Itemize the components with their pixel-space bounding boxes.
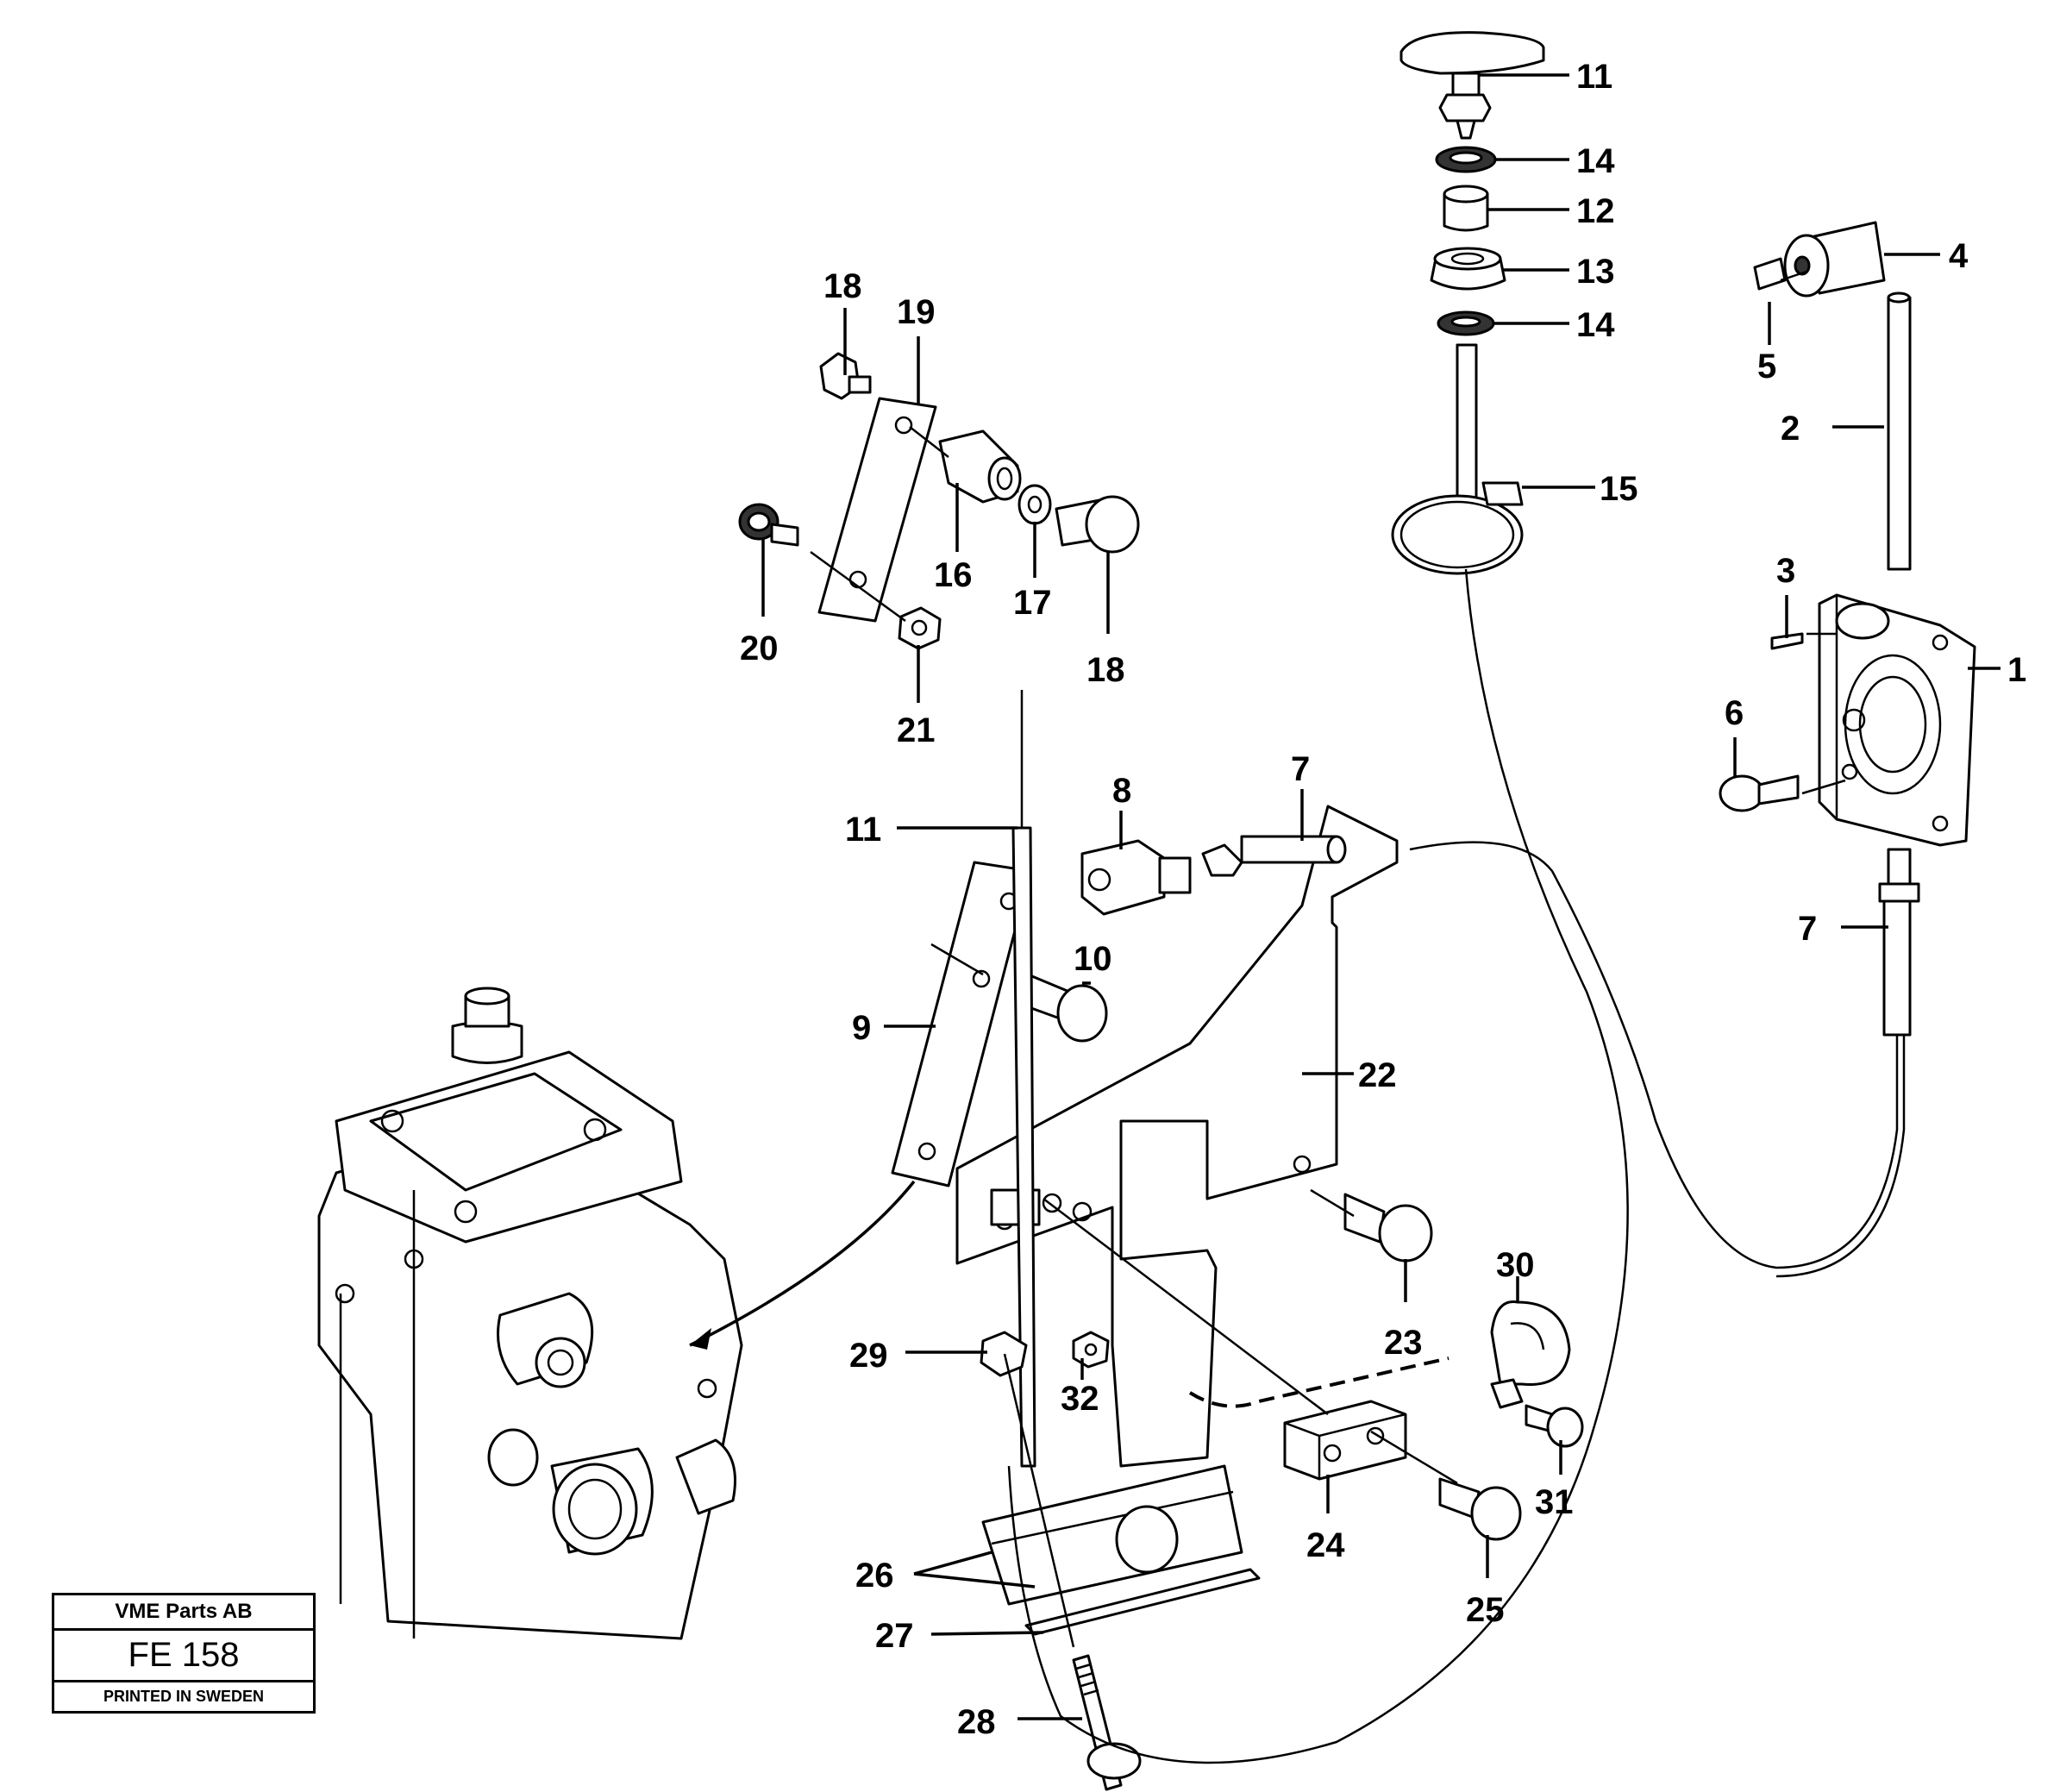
callout-30: 30 <box>1496 1246 1535 1284</box>
callout-15: 15 <box>1600 470 1638 508</box>
callout-11-top: 11 <box>1576 58 1612 96</box>
callout-31: 31 <box>1535 1483 1574 1521</box>
callout-32: 32 <box>1061 1380 1099 1418</box>
sleeve-12 <box>1443 185 1489 232</box>
callout-6: 6 <box>1725 694 1744 732</box>
callout-7-left: 7 <box>1291 750 1310 788</box>
callout-7-right: 7 <box>1798 910 1817 948</box>
callout-1: 1 <box>2007 651 2026 689</box>
housing-1 <box>1818 593 1976 847</box>
callout-2: 2 <box>1781 410 1800 448</box>
callout-18-bottom: 18 <box>1086 651 1125 689</box>
callout-8: 8 <box>1112 772 1131 810</box>
callout-14-top: 14 <box>1576 142 1615 180</box>
callout-24: 24 <box>1306 1526 1345 1564</box>
callout-14-bottom: 14 <box>1576 306 1615 344</box>
callout-4: 4 <box>1949 237 1969 275</box>
callout-5: 5 <box>1757 348 1776 385</box>
callout-27: 27 <box>875 1617 914 1655</box>
callout-18-top: 18 <box>823 267 862 305</box>
bolt-10 <box>1016 968 1108 1043</box>
nut-21 <box>898 606 942 650</box>
callout-13: 13 <box>1576 253 1615 291</box>
printed-note: PRINTED IN SWEDEN <box>103 1688 264 1705</box>
fork-8 <box>1080 839 1192 916</box>
bracket-19 <box>817 397 937 623</box>
knob-4 <box>1783 221 1886 298</box>
bolt-31 <box>1525 1404 1584 1448</box>
callout-28: 28 <box>957 1703 996 1741</box>
callout-17: 17 <box>1013 584 1052 622</box>
bolt-25 <box>1438 1477 1522 1541</box>
grommet-13 <box>1430 247 1506 291</box>
nut-29 <box>980 1331 1028 1377</box>
pedal-26 <box>981 1464 1243 1606</box>
washer-17 <box>1017 484 1052 525</box>
callout-12: 12 <box>1576 192 1615 230</box>
cable-tie-15 <box>1391 481 1524 575</box>
knob-11 <box>1399 31 1545 140</box>
transmission-housing <box>317 987 916 1640</box>
screw-5 <box>1753 257 1787 291</box>
callout-11-lower: 11 <box>845 811 881 849</box>
callout-22: 22 <box>1358 1056 1397 1094</box>
bolt-23 <box>1343 1193 1433 1263</box>
callout-19: 19 <box>897 293 936 331</box>
callout-26: 26 <box>855 1557 894 1595</box>
leader-lines <box>761 73 2001 1720</box>
callout-10: 10 <box>1074 940 1112 978</box>
washer-14-top <box>1435 146 1497 173</box>
screw-6 <box>1719 774 1800 812</box>
arm-9 <box>891 861 1032 1187</box>
callout-29: 29 <box>849 1337 888 1375</box>
callout-25: 25 <box>1466 1591 1505 1629</box>
callout-16: 16 <box>934 556 973 594</box>
nut-32 <box>1072 1331 1110 1369</box>
pin-3 <box>1770 632 1804 650</box>
cable-7-right <box>1878 848 1920 1037</box>
stud-20 <box>738 503 799 547</box>
spacer-16 <box>938 429 1022 504</box>
figure-code: FE 158 <box>54 1631 313 1682</box>
callout-21: 21 <box>897 711 936 749</box>
block-24 <box>1283 1400 1407 1481</box>
title-stamp: VME Parts AB FE 158 PRINTED IN SWEDEN <box>52 1593 316 1714</box>
clip-30 <box>1490 1300 1571 1409</box>
washer-14-bottom <box>1437 310 1495 336</box>
company-name: VME Parts AB <box>54 1595 313 1631</box>
bolt-18 <box>1055 495 1140 554</box>
nut-18-top <box>819 352 872 400</box>
bolt-28 <box>1072 1654 1142 1791</box>
callout-9: 9 <box>852 1009 871 1047</box>
rod-11-lower <box>1011 690 1036 1468</box>
callout-23: 23 <box>1384 1324 1423 1362</box>
callout-labels: 11 14 12 13 14 15 4 5 2 3 1 6 7 7 8 11 1… <box>740 58 2026 1741</box>
lever-2 <box>1887 291 1912 571</box>
callout-3: 3 <box>1776 552 1795 590</box>
callout-20: 20 <box>740 630 779 667</box>
cable-end-7 <box>1201 835 1347 877</box>
